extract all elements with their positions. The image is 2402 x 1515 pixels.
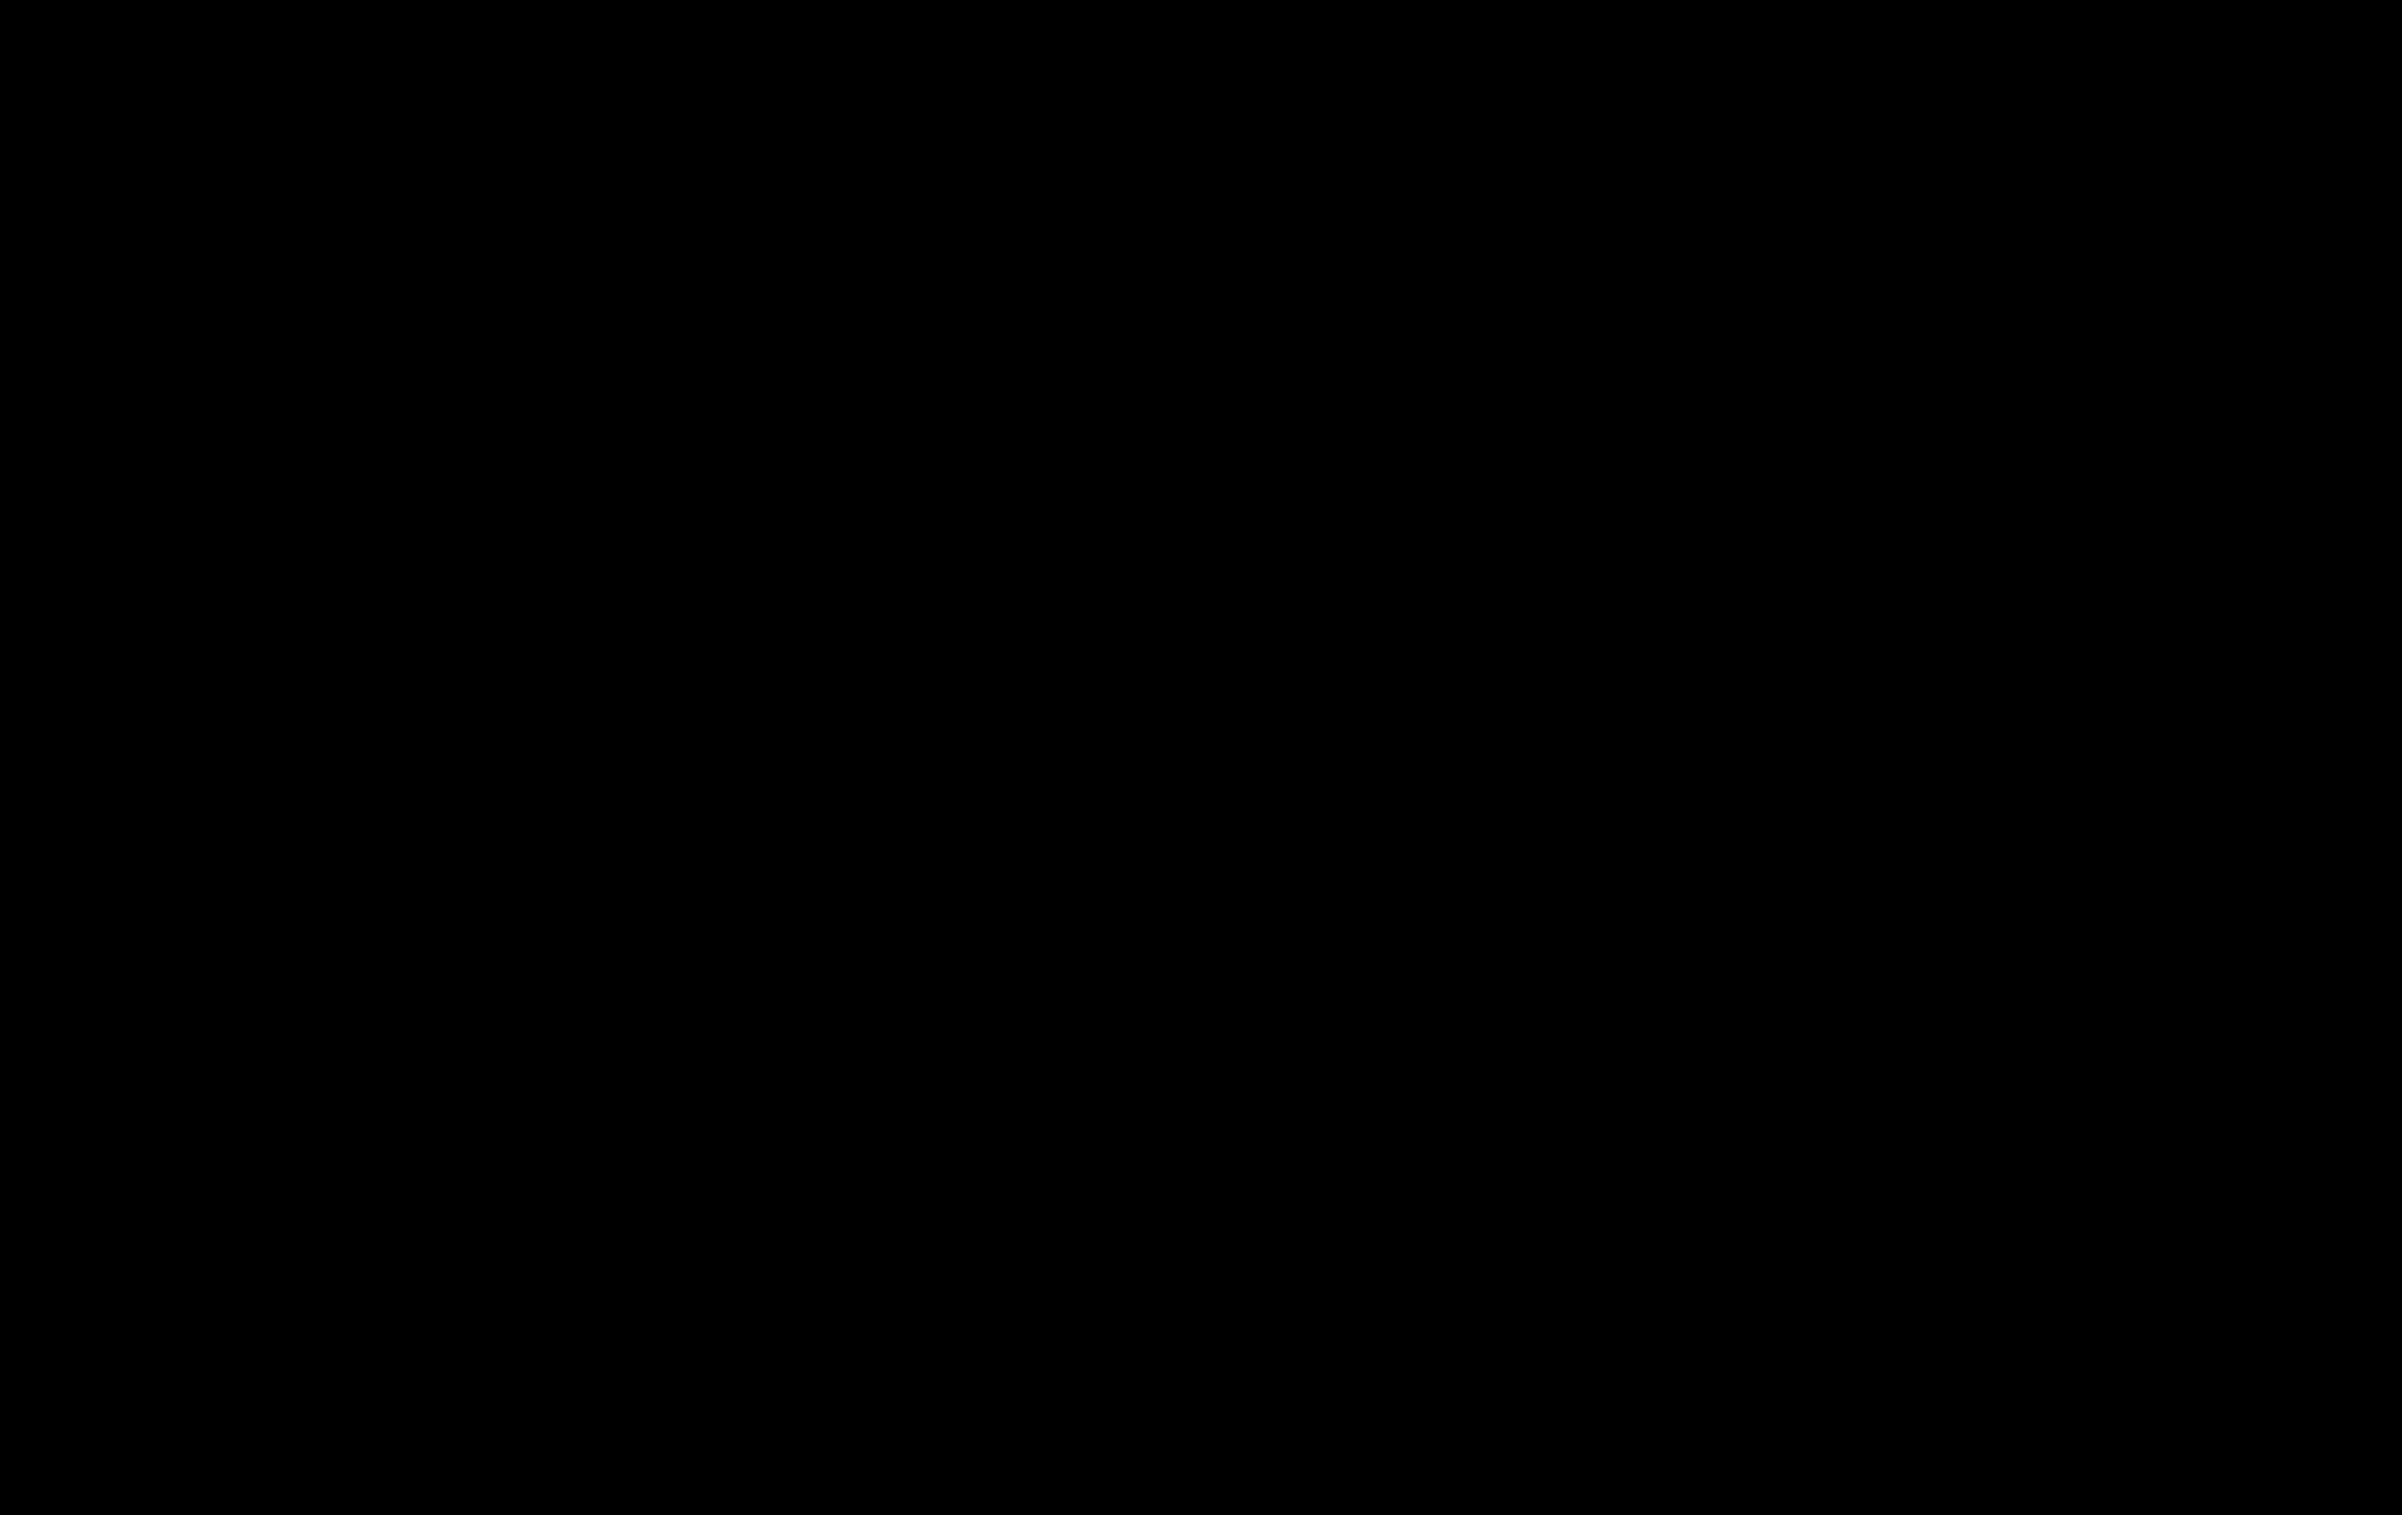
org-chart bbox=[0, 0, 2402, 1515]
connector-layer bbox=[0, 0, 2402, 1515]
